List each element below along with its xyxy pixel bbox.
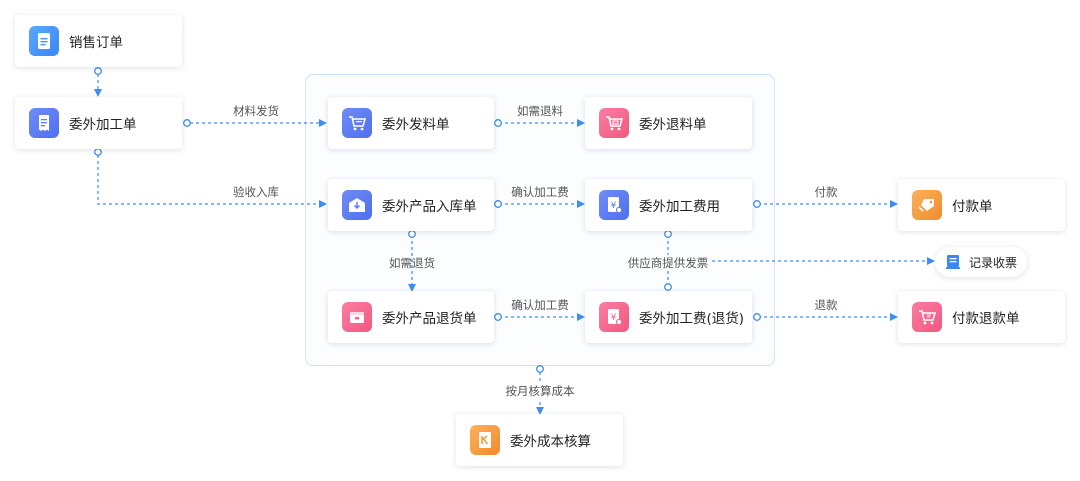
port-sales-bottom (94, 67, 102, 75)
invoice-list-icon (945, 253, 961, 271)
edge-label-monthly-cost: 按月核算成本 (502, 383, 578, 399)
box-return-icon (342, 302, 372, 332)
node-label: 委外退料单 (639, 117, 707, 133)
port-fee-right (753, 200, 761, 208)
node-label: 付款单 (952, 199, 993, 215)
yen-doc-return-icon: ¥ (599, 302, 629, 332)
node-outsource-fee[interactable]: ¥ 委外加工费用 (585, 179, 752, 231)
cart-refund-icon (912, 302, 942, 332)
node-label: 委外加工单 (69, 117, 137, 133)
node-outsource-issue[interactable]: 委外发料单 (328, 97, 494, 149)
node-cost-accounting[interactable]: 委外成本核算 (456, 414, 623, 466)
port-product-return-right (494, 313, 502, 321)
node-label: 委外加工费(退货) (639, 311, 745, 327)
edge-outsource-to-receipt (97, 155, 327, 208)
port-outsource-bottom (94, 148, 102, 156)
node-label: 委外产品入库单 (382, 199, 477, 215)
yen-doc-icon: ¥ (599, 190, 629, 220)
node-label: 委外成本核算 (510, 434, 591, 450)
svg-text:¥: ¥ (611, 313, 617, 323)
node-label: 委外产品退货单 (382, 311, 477, 327)
receipt-icon (29, 108, 59, 138)
edge-label-confirm-fee-return: 确认加工费 (511, 298, 569, 312)
svg-text:¥: ¥ (611, 201, 617, 211)
port-fee-bottom (664, 230, 672, 238)
port-receipt-right (494, 200, 502, 208)
node-refund-payment[interactable]: 付款退款单 (898, 291, 1065, 343)
edge-label-pay: 付款 (814, 185, 838, 199)
node-record-invoice[interactable]: 记录收票 (935, 247, 1027, 277)
node-label: 委外加工费用 (639, 199, 720, 215)
cart-return-icon (599, 108, 629, 138)
edge-label-if-return-goods: 如需退货 (389, 256, 435, 270)
port-group-bottom (536, 365, 544, 373)
node-outsource-product-return[interactable]: 委外产品退货单 (328, 291, 494, 343)
port-receipt-bottom (408, 230, 416, 238)
port-fee-return-right (753, 313, 761, 321)
node-outsource-order[interactable]: 委外加工单 (15, 97, 182, 149)
node-outsource-return-material[interactable]: 委外退料单 (585, 97, 752, 149)
port-issue-right (494, 119, 502, 127)
node-label: 委外发料单 (382, 117, 450, 133)
edge-label-supplier-invoice: 供应商提供发票 (625, 255, 711, 271)
edge-label-confirm-fee: 确认加工费 (511, 185, 569, 199)
node-label: 记录收票 (969, 255, 1018, 270)
node-sales-order[interactable]: 销售订单 (15, 15, 182, 67)
node-label: 销售订单 (69, 35, 123, 51)
tag-hand-icon (912, 190, 942, 220)
node-outsource-receipt[interactable]: 委外产品入库单 (328, 179, 494, 231)
warehouse-in-icon (342, 190, 372, 220)
port-fee-return-top (664, 283, 672, 291)
cart-list-icon (342, 108, 372, 138)
edge-label-inspect-receipt: 验收入库 (233, 185, 279, 199)
cost-doc-icon (470, 425, 500, 455)
node-label: 付款退款单 (952, 311, 1020, 327)
document-icon (29, 26, 59, 56)
node-outsource-fee-return[interactable]: ¥ 委外加工费(退货) (585, 291, 752, 343)
edge-label-if-return-material: 如需退料 (517, 104, 563, 118)
edge-label-refund: 退款 (814, 298, 838, 312)
port-outsource-right (183, 119, 191, 127)
edge-label-material-issue: 材料发货 (233, 104, 279, 118)
node-payment[interactable]: 付款单 (898, 179, 1065, 231)
